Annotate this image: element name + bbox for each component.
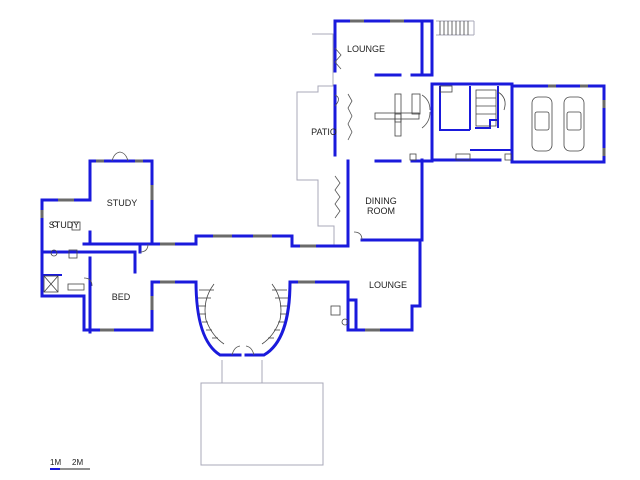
- room-label-patio: PATIO: [311, 127, 337, 137]
- room-label-study-main: STUDY: [107, 198, 138, 208]
- bathroom-fixtures: [43, 221, 349, 326]
- walls: [40, 19, 606, 357]
- staircase-top: [439, 21, 469, 35]
- scale-label-2m: 2M: [72, 458, 83, 467]
- scale-bar: 1M 2M: [50, 458, 90, 470]
- room-label-lounge-bottom: LOUNGE: [369, 280, 407, 290]
- exterior-outlines: [200, 20, 475, 466]
- windows: [40, 19, 606, 332]
- room-label-dining-line1: DINING: [365, 196, 397, 206]
- doors: [83, 47, 431, 356]
- garage-cars: [531, 96, 585, 152]
- room-labels: LOUNGE PATIO DINING ROOM LOUNGE STUDY ST…: [49, 44, 407, 302]
- room-label-bed: BED: [112, 292, 131, 302]
- scale-label-1m: 1M: [50, 458, 61, 467]
- room-label-lounge-top: LOUNGE: [347, 44, 385, 54]
- spiral-staircase: [198, 283, 288, 345]
- room-label-study-small: STUDY: [49, 220, 80, 230]
- kitchen-fixtures: [374, 85, 512, 161]
- room-label-dining-line2: ROOM: [367, 206, 395, 216]
